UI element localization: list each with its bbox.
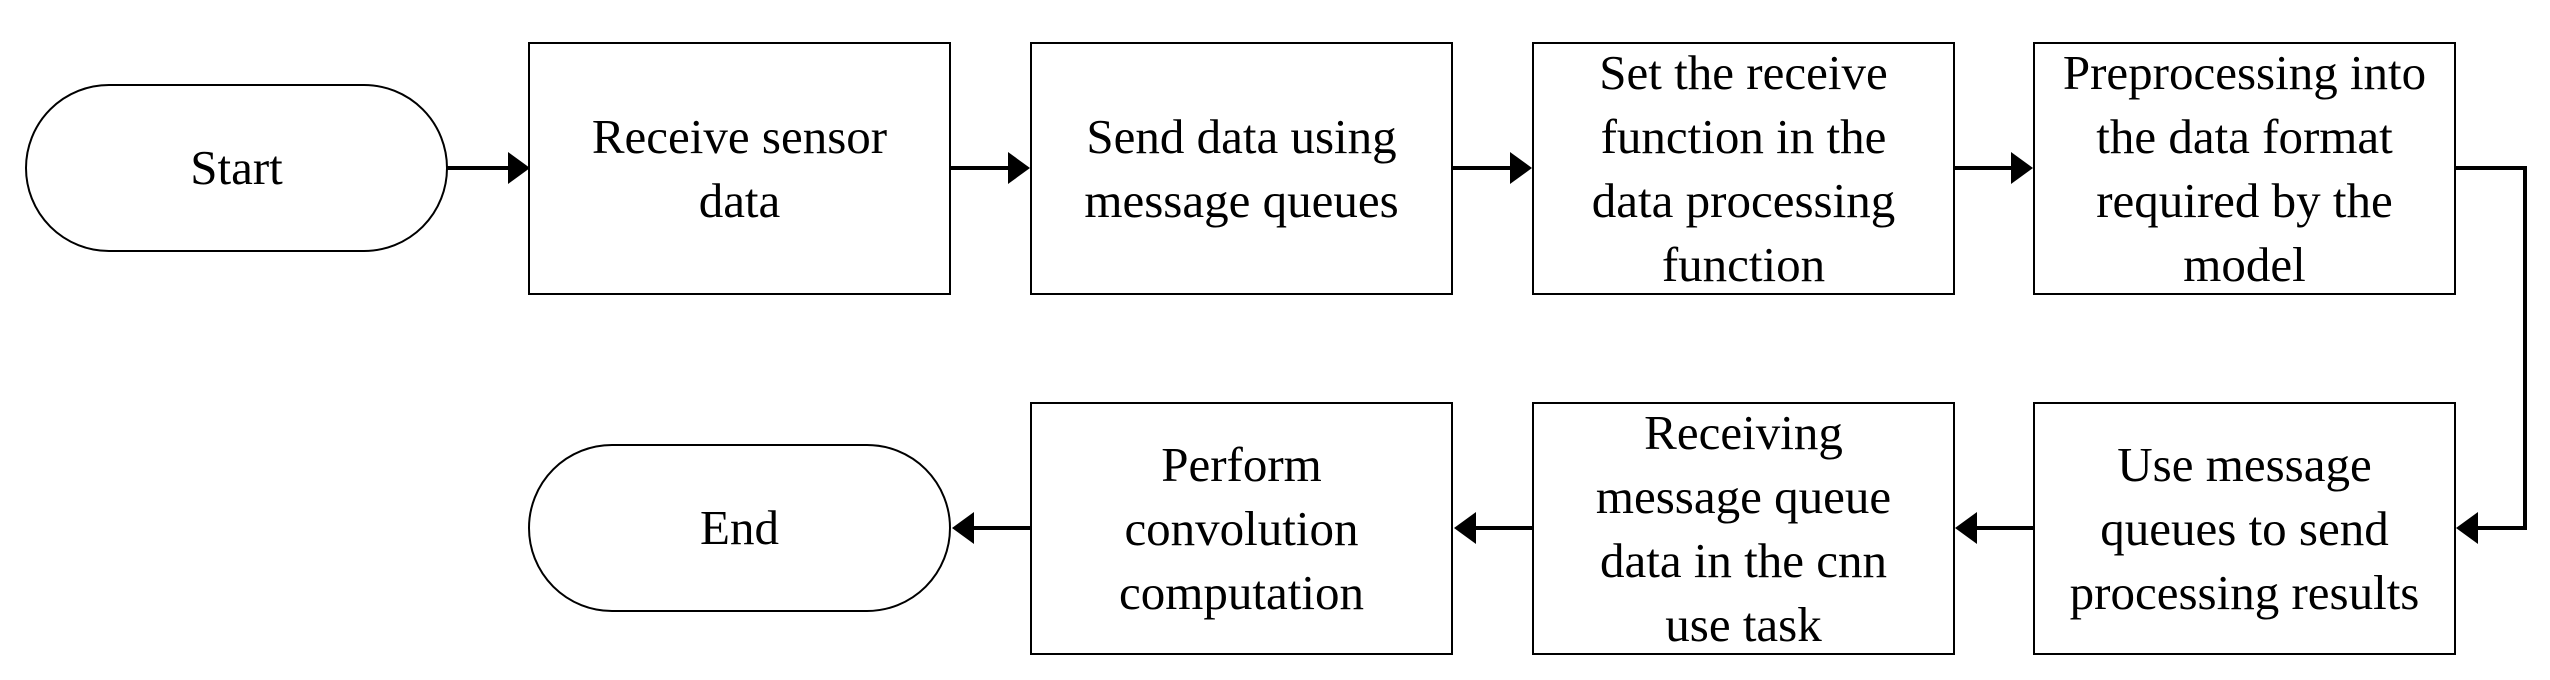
step-line: computation xyxy=(1119,564,1364,620)
step-line: Send data using xyxy=(1086,108,1397,164)
step-text: Perform convolution computation xyxy=(1119,433,1364,625)
step-perform-convolution: Perform convolution computation xyxy=(1030,402,1453,655)
step-use-message-queues: Use message queues to send processing re… xyxy=(2033,402,2456,655)
step-send-data-message-queues: Send data using message queues xyxy=(1030,42,1453,295)
step-line: use task xyxy=(1665,596,1822,652)
arrow-start-to-receive xyxy=(447,152,530,184)
step-receiving-message-queue-data: Receiving message queue data in the cnn … xyxy=(1532,402,1955,655)
step-line: function xyxy=(1661,236,1826,292)
step-line: Perform xyxy=(1161,436,1322,492)
step-text: Send data using message queues xyxy=(1084,105,1398,233)
arrow-send-to-set-receive xyxy=(1452,152,1532,184)
step-set-receive-function: Set the receive function in the data pro… xyxy=(1532,42,1955,295)
step-line: data in the cnn xyxy=(1599,532,1888,588)
arrow-preprocessing-to-use-queues xyxy=(2455,166,2527,544)
step-receive-sensor-data: Receive sensor data xyxy=(528,42,951,295)
step-text: Set the receive function in the data pro… xyxy=(1592,41,1895,297)
step-preprocessing: Preprocessing into the data format requi… xyxy=(2033,42,2456,295)
step-text: Preprocessing into the data format requi… xyxy=(2063,41,2426,297)
step-line: Use message xyxy=(2117,436,2372,492)
start-label: Start xyxy=(190,140,283,195)
arrow-set-receive-to-preprocessing xyxy=(1953,152,2033,184)
step-line: processing results xyxy=(2069,564,2420,620)
arrow-receive-to-send xyxy=(950,152,1030,184)
step-line: Receiving xyxy=(1644,404,1843,460)
step-text: Use message queues to send processing re… xyxy=(2070,433,2420,625)
arrow-convolution-to-end xyxy=(952,512,1030,544)
end-terminal: End xyxy=(528,444,951,612)
arrow-receiving-to-convolution xyxy=(1454,512,1532,544)
step-line: message queues xyxy=(1084,172,1399,228)
step-text: Receiving message queue data in the cnn … xyxy=(1596,401,1891,657)
start-terminal: Start xyxy=(25,84,448,252)
step-line: function in the xyxy=(1600,108,1887,164)
step-line: data xyxy=(698,172,781,228)
step-text: Receive sensor data xyxy=(592,105,887,233)
step-line: the data format xyxy=(2096,108,2393,164)
step-line: required by the xyxy=(2096,172,2393,228)
step-line: convolution xyxy=(1124,500,1359,556)
step-line: data processing xyxy=(1591,172,1896,228)
step-line: queues to send xyxy=(2100,500,2389,556)
arrow-use-queues-to-receiving xyxy=(1955,512,2033,544)
step-line: model xyxy=(2183,236,2306,292)
step-line: Receive sensor xyxy=(591,108,888,164)
step-line: Set the receive xyxy=(1599,44,1888,100)
step-line: message queue xyxy=(1595,468,1892,524)
end-label: End xyxy=(700,500,779,555)
step-line: Preprocessing into xyxy=(2062,44,2427,100)
